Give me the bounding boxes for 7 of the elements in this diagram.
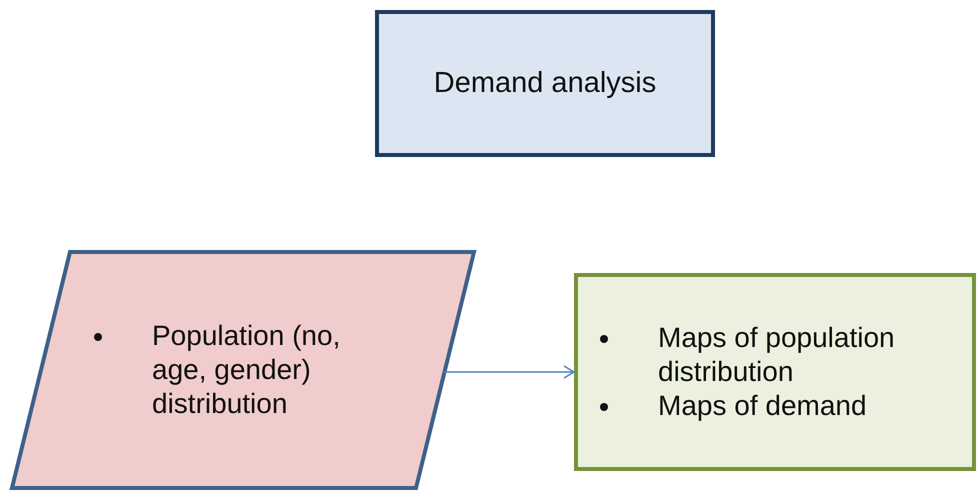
node-label: Demand analysis [434,67,656,100]
arrow [444,365,575,379]
process-box [574,273,976,471]
bullet-text: Maps of population distribution [658,321,896,389]
process-box [375,10,715,157]
bullet-text: Maps of demand [658,389,867,423]
bullet-text: Population (no, age, gender) distribution [152,319,342,421]
